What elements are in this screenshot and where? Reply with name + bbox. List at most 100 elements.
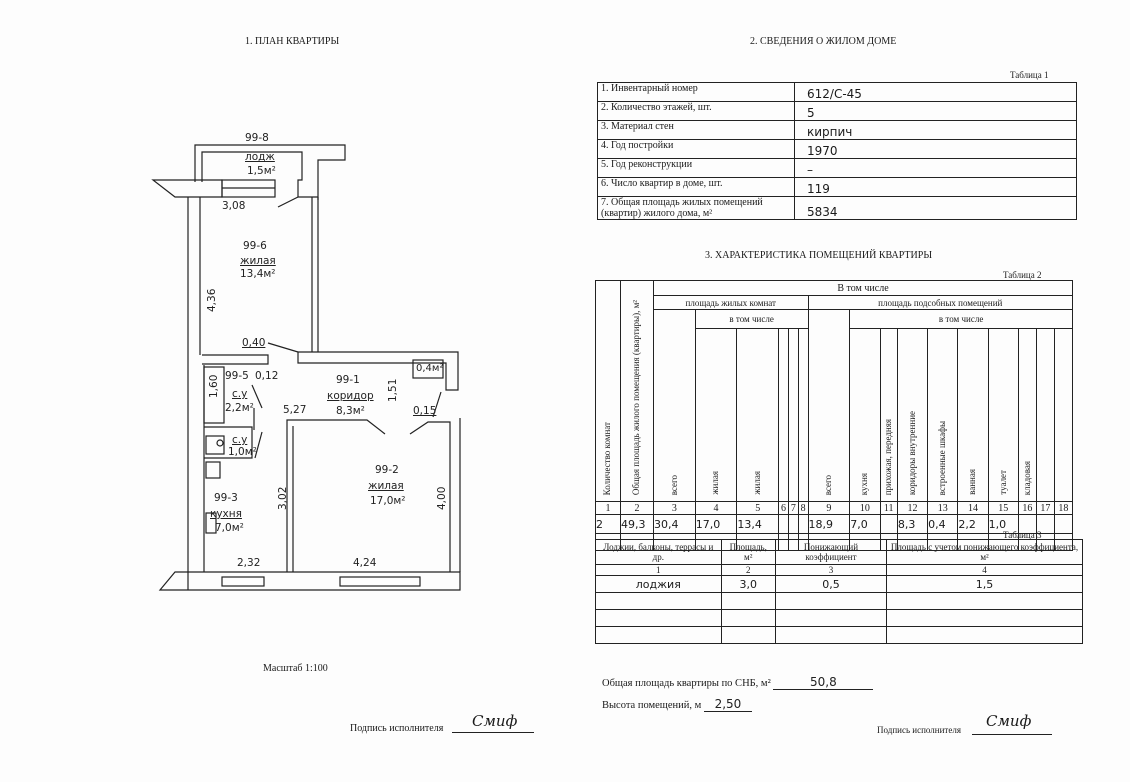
section3-title: 3. ХАРАКТЕРИСТИКА ПОМЕЩЕНИЙ КВАРТИРЫ [705, 250, 933, 261]
column-number: 15 [987, 501, 1019, 515]
header-aux-area: площадь подсобных помещений [807, 295, 1074, 310]
dim-4-36: 4,36 [206, 288, 218, 312]
table-cell: 30,4 [653, 514, 696, 534]
room6-area: 13,4м² [240, 268, 276, 280]
table-cell: 2,2 [957, 514, 989, 534]
dim-1-51: 1,51 [387, 378, 399, 402]
house-info-label: 6. Число квартир в доме, шт. [597, 177, 795, 197]
table-cell [787, 514, 799, 534]
room-height-value: 2,50 [703, 697, 752, 712]
table-cell [1053, 514, 1074, 534]
table-cell: 18,9 [807, 514, 851, 534]
header-col [797, 328, 809, 502]
column-number: 5 [736, 501, 780, 515]
signature-label-right: Подпись исполнителя [877, 725, 961, 735]
header-col: туалет [987, 328, 1019, 502]
corridor-area: 8,3м² [336, 405, 365, 417]
dim-0-15: 0,15 [413, 405, 437, 417]
house-info-label: 2. Количество этажей, шт. [597, 101, 795, 121]
kitchen-id: 99-3 [214, 492, 238, 504]
header-col: кладовая [1017, 328, 1037, 502]
dim-4-24: 4,24 [353, 557, 377, 569]
signature-label-left: Подпись исполнителя [350, 723, 444, 734]
house-info-label: 7. Общая площадь жилых помещений (кварти… [597, 196, 795, 220]
column-number: 4 [886, 564, 1083, 576]
signature-line-right: Смиф [972, 712, 1052, 735]
header-col: прихожая, передняя [879, 328, 898, 502]
dim-0-12: 0,12 [255, 370, 279, 382]
corridor-id: 99-1 [336, 374, 360, 386]
header-col [787, 328, 799, 502]
column-number: 7 [787, 501, 799, 515]
corridor-name: коридор [327, 390, 374, 402]
house-info-value: 5834 [794, 196, 1077, 220]
signature-line-left: Смиф [452, 712, 534, 733]
bath-area: 2,2м² [225, 402, 254, 414]
house-info-value: – [794, 158, 1077, 178]
house-info-label: 5. Год реконструкции [597, 158, 795, 178]
house-info-value: кирпич [794, 120, 1077, 140]
room-height-label: Высота помещений, м [602, 700, 702, 711]
loggia-area: 1,5м² [247, 165, 276, 177]
total-area-row: Общая площадь квартиры по СНБ, м² 50,8 [602, 675, 874, 690]
column-number: 6 [778, 501, 789, 515]
header-including: В том числе [653, 280, 1073, 296]
column-number: 10 [849, 501, 881, 515]
house-info-label: 4. Год постройки [597, 139, 795, 159]
loggia-name: лодж [245, 151, 275, 163]
dim-3-08: 3,08 [222, 200, 246, 212]
kitchen-name: кухня [210, 508, 242, 520]
room6-id: 99-6 [243, 240, 267, 252]
header-col: жилая [694, 328, 738, 502]
header-col: коридоры внутренние [896, 328, 929, 502]
signature-right: Смиф [986, 712, 1032, 730]
column-number: 1 [595, 501, 621, 515]
house-info-row: 2. Количество этажей, шт.5 [597, 101, 1077, 121]
column-number: 8 [797, 501, 809, 515]
room2-area: 17,0м² [370, 495, 406, 507]
table-cell: 2 [595, 514, 621, 534]
column-number: 12 [896, 501, 929, 515]
loggia-table-cell: 1,5 [886, 575, 1083, 593]
header-rooms-count: Количество комнат [595, 280, 621, 502]
loggia-table-header: Лоджии, балконы, террасы и др. [595, 539, 722, 565]
room2-id: 99-2 [375, 464, 399, 476]
table-cell: 17,0 [694, 514, 738, 534]
column-number: 4 [694, 501, 738, 515]
dim-5-27: 5,27 [283, 404, 307, 416]
room-height-row: Высота помещений, м 2,50 [602, 697, 752, 712]
header-col [1035, 328, 1055, 502]
header-sub-living: в том числе [694, 309, 809, 329]
loggia-table-cell: 3,0 [720, 575, 776, 593]
column-number: 17 [1035, 501, 1055, 515]
dim-1-60: 1,60 [208, 374, 220, 398]
header-col [778, 328, 789, 502]
bath-name: с.у [232, 388, 248, 400]
column-number: 3 [774, 564, 888, 576]
column-number: 18 [1053, 501, 1074, 515]
kitchen-area: 7,0м² [215, 522, 244, 534]
table-cell: 8,3 [896, 514, 929, 534]
table-cell [797, 514, 809, 534]
column-number: 9 [807, 501, 851, 515]
table-cell [879, 514, 898, 534]
header-col: жилая [736, 328, 780, 502]
column-number: 11 [879, 501, 898, 515]
header-col: всего [653, 309, 696, 502]
table-cell: 49,3 [620, 514, 654, 534]
loggia-table-cell: 0,5 [774, 575, 888, 593]
room2-name: жилая [368, 480, 404, 492]
house-info-value: 1970 [794, 139, 1077, 159]
room6-name: жилая [240, 255, 276, 267]
loggia-table: Лоджии, балконы, террасы и др.Площадь, м… [595, 539, 1083, 644]
header-col: встроенные шкафы [927, 328, 959, 502]
loggia-id: 99-8 [245, 132, 269, 144]
rooms-table: Количество комнат Общая площадь жилого п… [595, 280, 1074, 551]
signature-left: Смиф [472, 712, 518, 730]
loggia-table-header: Понижающий коэффициент [774, 539, 888, 565]
table-cell: 13,4 [736, 514, 780, 534]
